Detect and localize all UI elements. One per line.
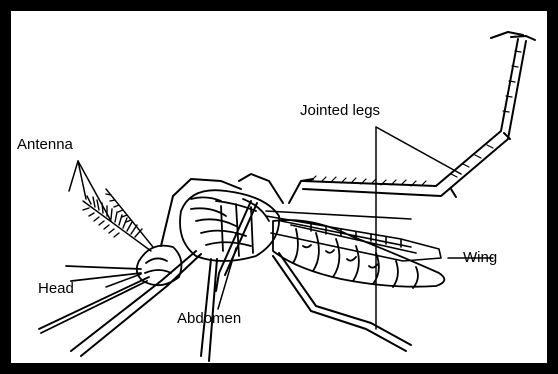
leader-lines <box>69 127 493 329</box>
label-wing: Wing <box>463 250 497 265</box>
label-antenna: Antenna <box>17 137 73 152</box>
mosquito-illustration <box>11 11 547 363</box>
wing <box>266 211 441 261</box>
proboscis <box>39 266 149 333</box>
label-abdomen: Abdomen <box>177 311 241 326</box>
label-jointed-legs: Jointed legs <box>300 103 380 118</box>
diagram-canvas: Antenna Head Abdomen Jointed legs Wing <box>8 8 550 366</box>
antenna <box>83 189 153 251</box>
front-leg-arch <box>161 179 241 246</box>
abdomen-body <box>273 220 444 288</box>
label-head: Head <box>38 281 74 296</box>
